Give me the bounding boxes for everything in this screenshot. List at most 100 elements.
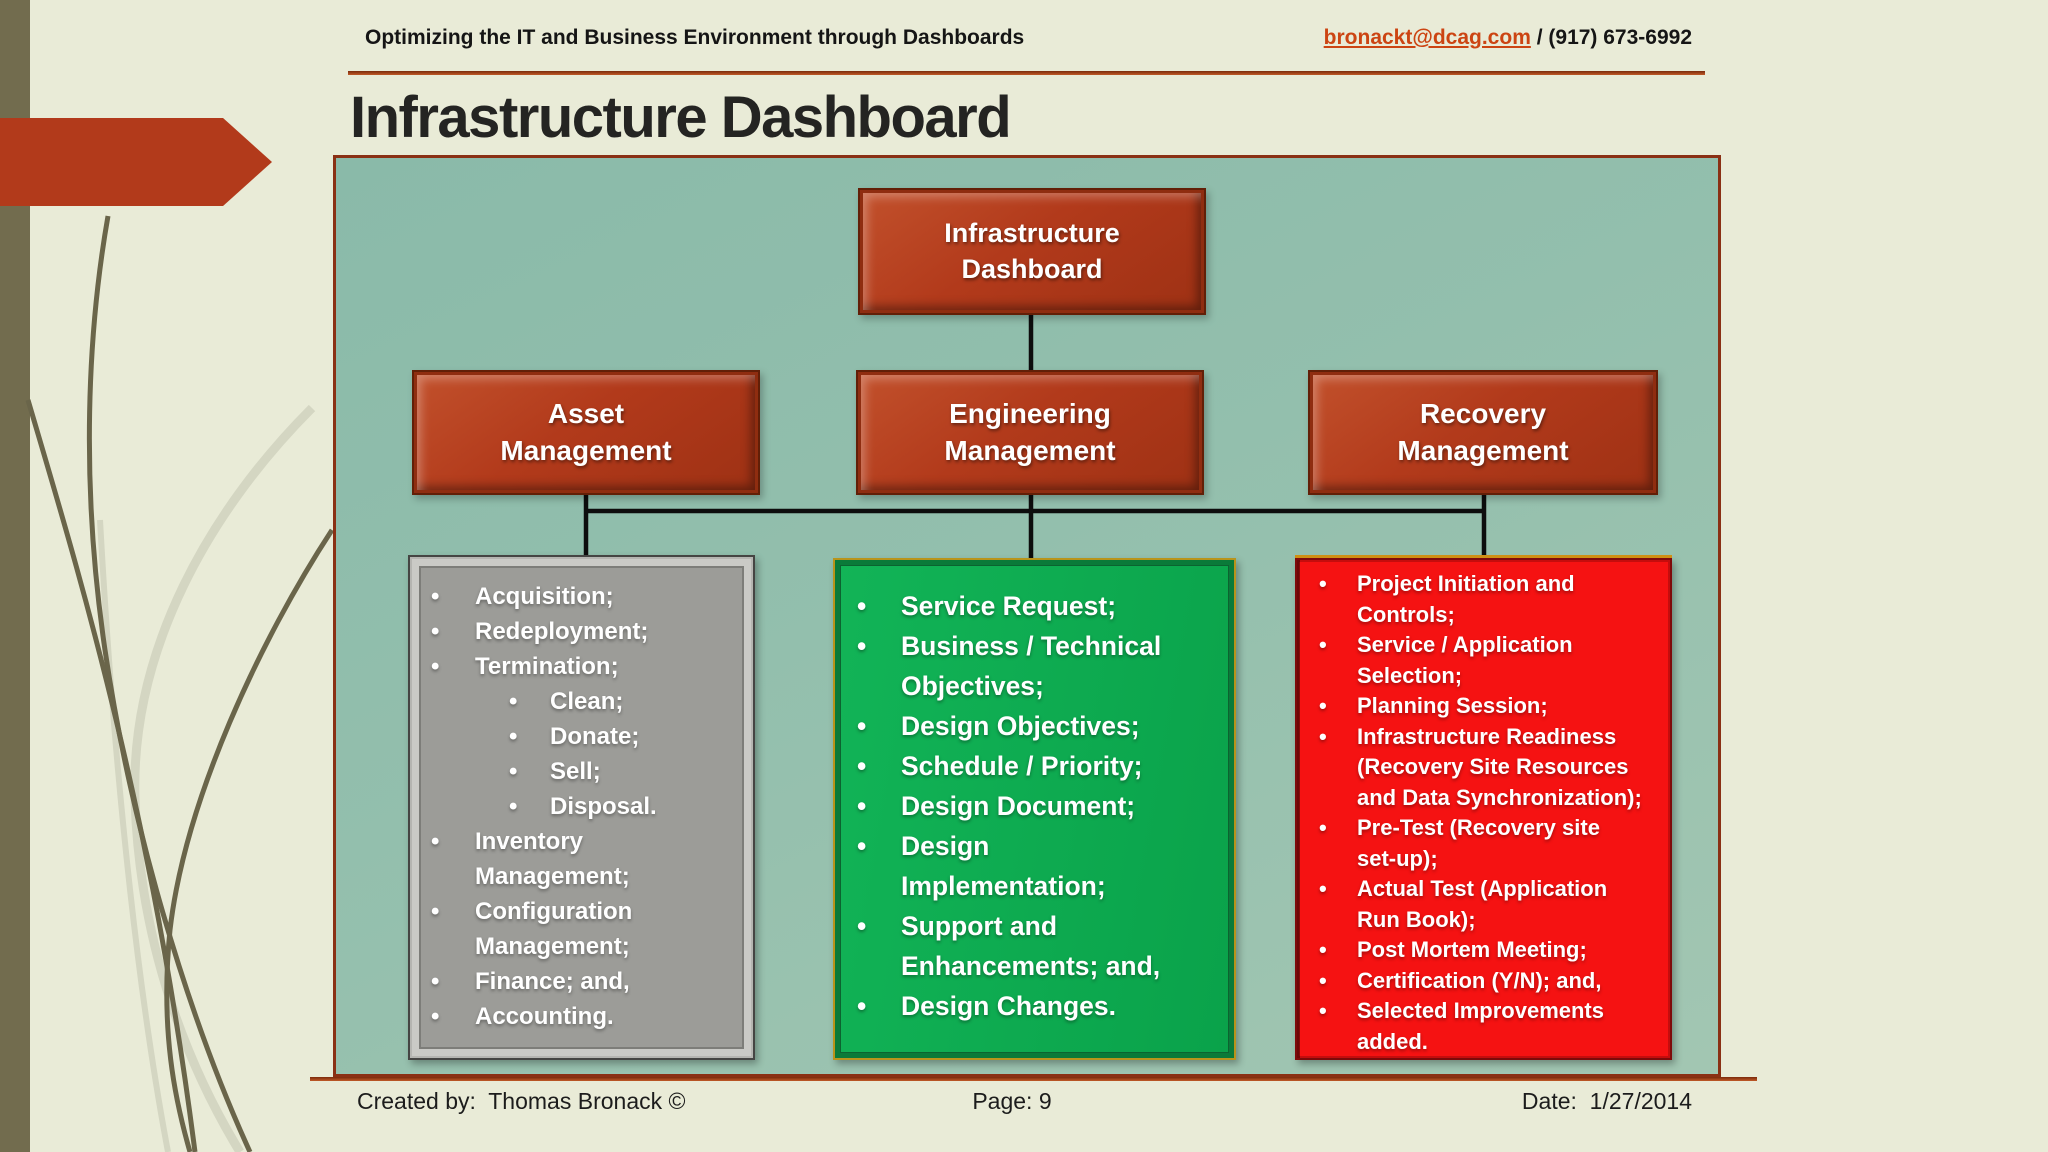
org-box-engineering-management: Engineering Management [856,370,1204,495]
engineering-management-list-box: •Service Request;•Business / Technical O… [833,558,1236,1060]
list-item-text: Actual Test (Application Run Book); [1357,876,1608,932]
list-item: • Design Changes. [853,986,1186,1026]
list-item: • Infrastructure Readiness (Recovery Site… [1315,722,1643,814]
list-item: • Pre-Test (Recovery site set-up); [1315,813,1643,874]
list-item: • Inventory Management; [427,824,713,894]
bullet-icon: • [1319,998,1327,1023]
bullet-icon: • [509,688,518,715]
grass-blade-olive [25,399,198,1152]
bullet-icon: • [857,911,867,941]
bullet-icon: • [857,831,867,861]
list-item-text: Design Objectives; [901,711,1140,741]
list-item: •Finance; and, [427,964,713,999]
list-item: • Post Mortem Meeting; [1315,935,1643,966]
contact-separator: / [1530,26,1549,49]
bullet-icon: • [1319,632,1327,657]
list-item-text: Acquisition; [475,583,614,610]
bullet-icon: • [857,991,867,1021]
grass-blade-olive [164,528,335,1152]
footer-date: Date: 1/27/2014 [1521,1088,1692,1114]
list-item-text: Design Implementation; [901,831,1106,901]
bullet-icon: • [1319,815,1327,840]
bullet-icon: • [509,758,518,785]
footer-rule [310,1077,1757,1081]
bullet-icon: • [431,828,440,855]
list-item-text: Project Initiation and Controls; [1357,571,1575,627]
bullet-icon: • [857,631,867,661]
list-item-text: Design Document; [901,791,1136,821]
list-item: • Project Initiation and Controls; [1315,569,1643,630]
bullet-icon: • [431,653,440,680]
list-item: • Termination; [427,649,713,684]
list-item: • Selected Improvements added. [1315,996,1643,1057]
list-item: • Donate; [505,719,713,754]
list-item-text: Certification (Y/N); and, [1357,967,1602,993]
recovery-management-list-box: • Project Initiation and Controls; • Servic… [1295,558,1672,1060]
org-box-label: Infrastructure Dashboard [944,217,1120,284]
list-item: • Accounting. [427,999,713,1034]
grass-blade-pale [97,519,171,1152]
red-arrow-banner [0,118,272,206]
list-item: •Disposal. [505,789,713,824]
bullet-icon: • [857,751,867,781]
list-item-text: Pre-Test (Recovery site set-up); [1357,815,1600,871]
header-contact: bronackt@dcag.com / (917) 673-6992 [1324,26,1692,50]
list-item-text: Disposal. [550,793,657,820]
footer-created-by: Created by: Thomas Bronack © [357,1088,686,1114]
bullet-icon: • [431,583,440,610]
list-item-text: Design Changes. [901,991,1116,1021]
grass-blade-pale [130,404,316,1152]
list-item: •Clean; [505,684,713,719]
bullet-icon: • [1319,723,1327,749]
list-item: •Configuration Management; [427,894,713,964]
bullet-icon: • [1319,967,1327,993]
bullet-icon: • [1319,571,1327,596]
list-item-text: Finance; and, [475,968,630,995]
bullet-icon: • [857,591,867,621]
list-item-text: Termination; [475,653,619,680]
bullet-icon: • [1319,693,1327,718]
grass-blade-olive [86,215,253,1152]
list-item-text: Planning Session; [1357,693,1548,718]
list-item-text: Support and Enhancements; and, [901,911,1161,981]
list-item: • Design Implementation; [853,826,1186,906]
list-item-text: Selected Improvements added. [1357,998,1604,1054]
list-item-text: Sell; [550,758,601,785]
org-box-recovery-management: Recovery Management [1308,370,1658,495]
bullet-icon: • [431,898,440,925]
list-item-text: Post Mortem Meeting; [1357,937,1587,962]
list-item: • Sell; [505,754,713,789]
bullet-icon: • [509,723,518,750]
list-item: • Support and Enhancements; and, [853,906,1186,986]
list-item-text: Accounting. [475,1003,614,1030]
list-item: •Redeployment; [427,614,713,649]
list-item: • Service Request; [853,586,1186,626]
bullet-icon: • [857,711,867,741]
list-item: • Design Document; [853,786,1186,826]
bullet-icon: • [431,618,440,645]
bullet-icon: • [1319,876,1327,901]
list-item-text: Service / Application Selection; [1357,632,1573,688]
bullet-icon: • [1319,937,1327,962]
list-item-text: Donate; [550,723,640,750]
header-rule [348,71,1705,75]
email-link[interactable]: bronackt@dcag.com [1323,26,1531,49]
org-box-infrastructure-dashboard: Infrastructure Dashboard [858,188,1206,315]
list-item-text: Infrastructure Readiness (Recovery Site … [1357,723,1642,810]
list-item: • Acquisition; [427,579,713,614]
list-item: • Certification (Y/N); and, [1315,966,1643,997]
list-item-text: Schedule / Priority; [901,751,1143,781]
list-item: • Service / Application Selection; [1315,630,1643,691]
list-item: • Schedule / Priority; [853,746,1186,786]
list-item: • Actual Test (Application Run Book); [1315,874,1643,935]
org-box-label: Recovery Management [1397,397,1569,466]
bullet-icon: • [431,1003,440,1030]
phone-number: (917) 673-6992 [1548,26,1692,49]
list-item: • Planning Session; [1315,691,1643,722]
org-box-label: Asset Management [500,397,672,466]
page-title: Infrastructure Dashboard [350,85,1012,150]
list-item-text: Service Request; [901,591,1117,621]
asset-management-list-box: •Acquisition;•Redeployment;•Termination;… [408,555,755,1060]
list-item-text: Inventory Management; [475,828,630,890]
bullet-icon: • [857,791,867,821]
